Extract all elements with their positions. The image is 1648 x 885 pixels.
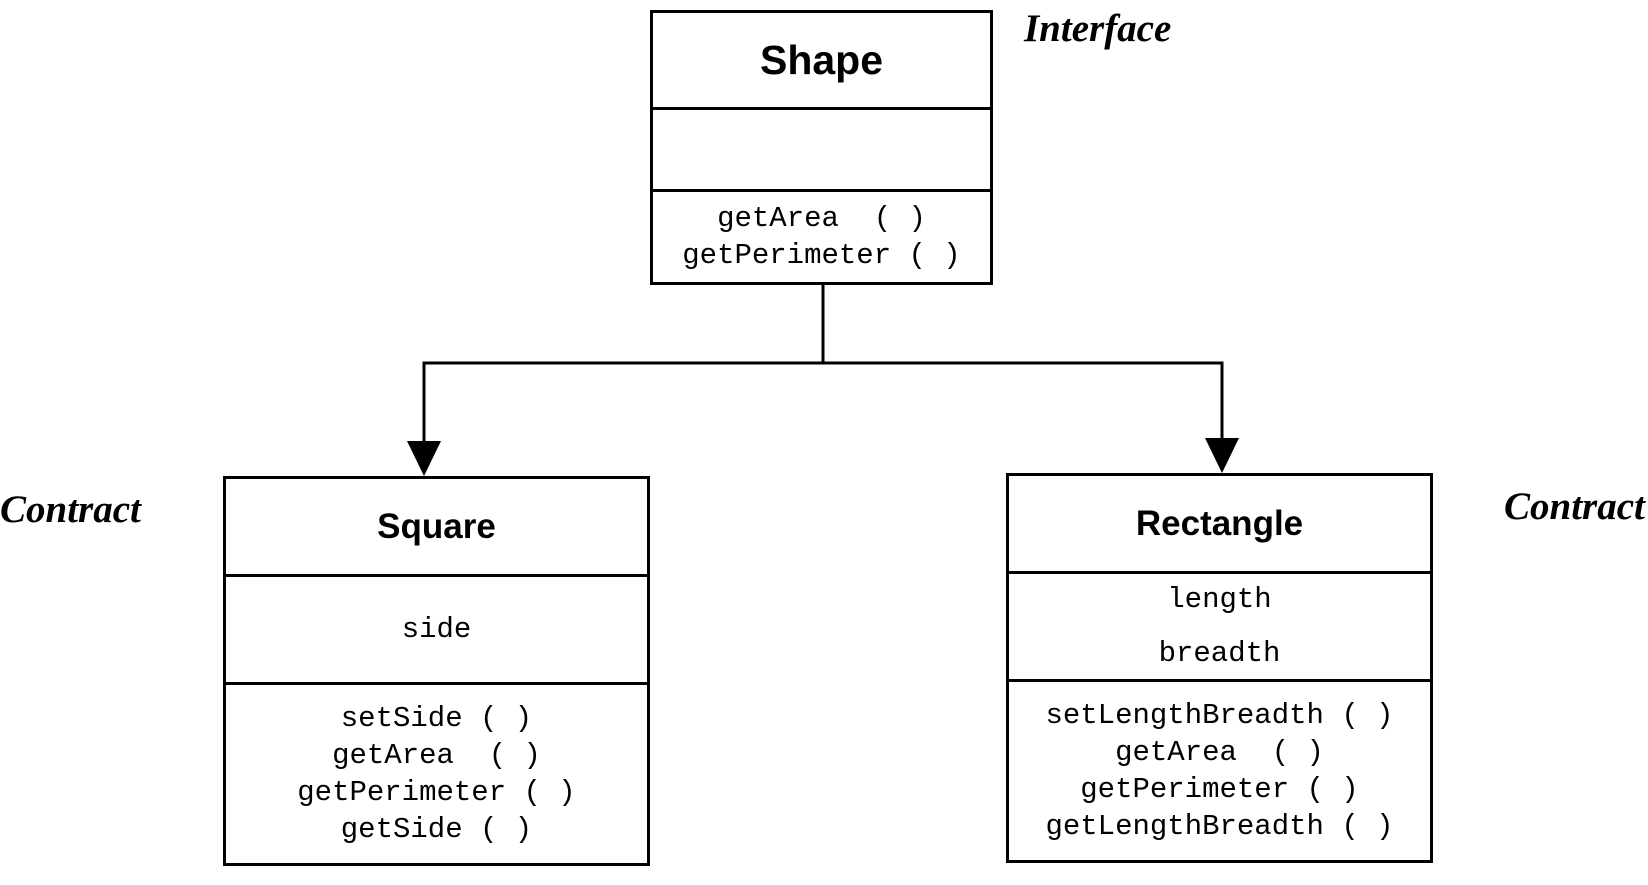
- rectangle-methods-compartment: setLengthBreadth ( ) getArea ( ) getPeri…: [1009, 679, 1430, 860]
- connector-branch-rectangle: [823, 361, 1224, 442]
- rectangle-method: getLengthBreadth ( ): [1045, 810, 1394, 843]
- rectangle-method: setLengthBreadth ( ): [1045, 699, 1394, 732]
- rectangle-attribute: length: [1167, 582, 1272, 616]
- rectangle-attribute: breadth: [1158, 636, 1281, 670]
- arrowhead-square: [407, 441, 441, 476]
- shape-method: getArea ( ): [717, 202, 926, 235]
- contract-label-right: Contract: [1504, 485, 1645, 528]
- square-attribute: side: [401, 613, 472, 646]
- square-method: setSide ( ): [340, 702, 533, 735]
- rectangle-class-box: Rectangle length breadth setLengthBreadt…: [1006, 473, 1433, 863]
- square-method: getArea ( ): [332, 739, 541, 772]
- rectangle-attributes-compartment: length breadth: [1009, 571, 1430, 679]
- square-class-name: Square: [377, 506, 496, 546]
- arrowhead-rectangle: [1205, 438, 1239, 473]
- square-class-box: Square side setSide ( ) getArea ( ) getP…: [223, 476, 650, 866]
- square-method: getPerimeter ( ): [297, 776, 576, 809]
- contract-label-left: Contract: [0, 488, 141, 531]
- connector-branch-square: [422, 361, 823, 445]
- square-attributes-compartment: side: [226, 574, 647, 682]
- square-methods-compartment: setSide ( ) getArea ( ) getPerimeter ( )…: [226, 682, 647, 863]
- square-method: getSide ( ): [340, 813, 533, 846]
- square-name-compartment: Square: [226, 479, 647, 574]
- shape-method: getPerimeter ( ): [682, 239, 961, 272]
- shape-name-compartment: Shape: [653, 13, 990, 107]
- shape-class-box: Shape getArea ( ) getPerimeter ( ): [650, 10, 993, 285]
- shape-class-name: Shape: [759, 36, 884, 83]
- interface-label: Interface: [1024, 7, 1172, 50]
- rectangle-method: getArea ( ): [1115, 736, 1324, 769]
- rectangle-method: getPerimeter ( ): [1080, 773, 1359, 806]
- shape-attributes-compartment: [653, 107, 990, 189]
- shape-methods-compartment: getArea ( ) getPerimeter ( ): [653, 189, 990, 282]
- rectangle-name-compartment: Rectangle: [1009, 476, 1430, 571]
- rectangle-class-name: Rectangle: [1135, 503, 1304, 543]
